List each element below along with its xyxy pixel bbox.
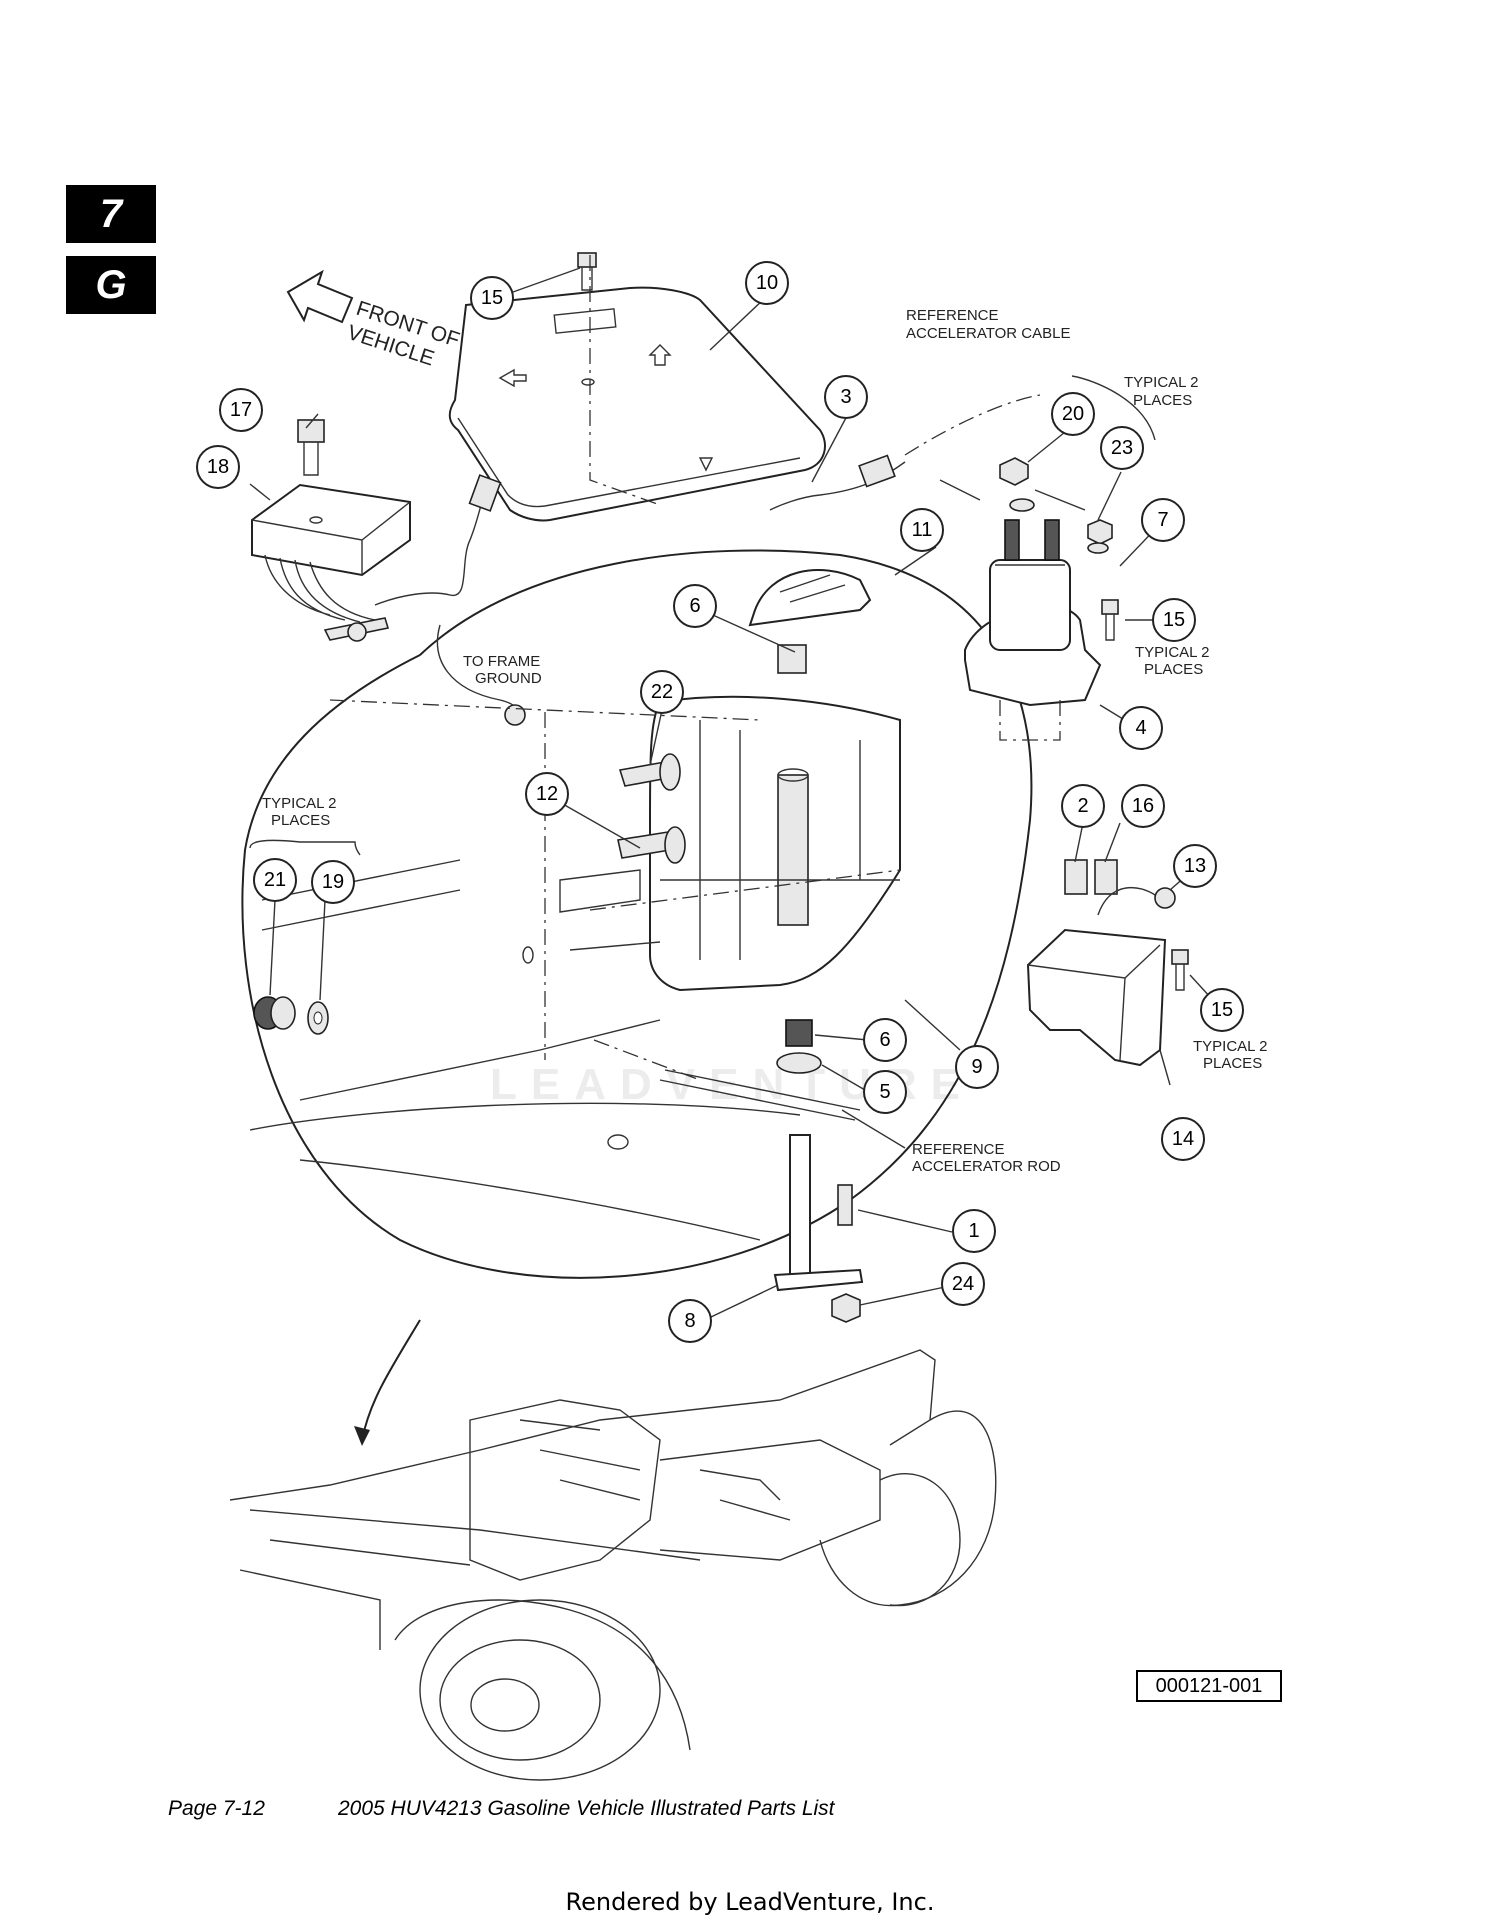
reference-cable-line1: REFERENCE — [906, 307, 999, 324]
callout-13-num: 13 — [1184, 855, 1206, 877]
typical-mid-line2: PLACES — [1144, 661, 1203, 678]
bolt-top — [577, 252, 597, 291]
callout-3-num: 3 — [840, 386, 851, 408]
vehicle-overview-sketch — [229, 1349, 997, 1781]
callout-9 — [955, 1045, 999, 1089]
callout-22-num: 22 — [651, 681, 673, 703]
callout-5-num: 5 — [879, 1081, 890, 1103]
callout-18 — [196, 445, 240, 489]
callout-15-mid-num: 15 — [1163, 609, 1185, 631]
callout-10-num: 10 — [756, 272, 778, 294]
drawing-number: 000121-001 — [1136, 1670, 1282, 1702]
callout-4-num: 4 — [1135, 717, 1146, 739]
callout-5 — [863, 1070, 907, 1114]
callout-10 — [745, 261, 789, 305]
tray-bolts — [617, 753, 686, 864]
callout-19-num: 19 — [322, 871, 344, 893]
governor-gear — [748, 569, 872, 674]
leader-lines — [249, 267, 1223, 1318]
callout-4 — [1119, 706, 1163, 750]
callout-24 — [941, 1262, 985, 1306]
callout-21-num: 21 — [264, 869, 286, 891]
typical-left-line1: TYPICAL 2 — [262, 795, 336, 812]
callout-9-num: 9 — [971, 1056, 982, 1078]
typical-left-line2: PLACES — [271, 812, 330, 829]
callout-2 — [1061, 784, 1105, 828]
callout-12 — [525, 772, 569, 816]
callout-13 — [1173, 844, 1217, 888]
callout-20-num: 20 — [1062, 403, 1084, 425]
callout-6-bottom — [863, 1018, 907, 1062]
callout-18-num: 18 — [207, 456, 229, 478]
footer-page-number: Page 7-12 — [168, 1797, 265, 1820]
callout-21 — [253, 858, 297, 902]
callout-15-bottom — [1200, 988, 1244, 1032]
callout-23 — [1100, 426, 1144, 470]
callout-6-top — [673, 584, 717, 628]
callout-8-num: 8 — [684, 1310, 695, 1332]
reference-rod-line1: REFERENCE — [912, 1141, 1005, 1158]
callout-15-top — [470, 276, 514, 320]
typical-mid-line1: TYPICAL 2 — [1135, 644, 1209, 661]
ignition-module — [251, 419, 526, 726]
front-of-vehicle-arrow: FRONT OF VEHICLE — [286, 269, 462, 371]
callout-7-num: 7 — [1157, 509, 1168, 531]
detail-lead-arrow — [361, 1319, 421, 1441]
typical-bottom-line1: TYPICAL 2 — [1193, 1038, 1267, 1055]
callout-1-num: 1 — [968, 1220, 979, 1242]
cover-part — [448, 286, 826, 522]
callout-20 — [1051, 392, 1095, 436]
typical-top-line1: TYPICAL 2 — [1124, 374, 1198, 391]
callout-12-num: 12 — [536, 783, 558, 805]
section-tab-letter: G — [66, 256, 156, 314]
callout-17 — [219, 388, 263, 432]
section-tab-number: 7 — [66, 185, 156, 243]
callout-11 — [900, 508, 944, 552]
callout-14 — [1161, 1117, 1205, 1161]
callout-24-num: 24 — [952, 1273, 974, 1295]
pivot-assembly — [659, 1019, 864, 1323]
fuse-block — [1026, 859, 1189, 1067]
callout-23-num: 23 — [1111, 437, 1133, 459]
starter-solenoid — [939, 457, 1119, 707]
accelerator-cable — [904, 394, 1041, 456]
callout-6-bottom-num: 6 — [879, 1029, 890, 1051]
reference-cable-line2: ACCELERATOR CABLE — [906, 325, 1071, 342]
detail-magnifier-circle — [241, 549, 1033, 1279]
callout-15-top-num: 15 — [481, 287, 503, 309]
vehicle-frame-detail — [249, 255, 1061, 1241]
callout-19 — [311, 860, 355, 904]
callout-2-num: 2 — [1077, 795, 1088, 817]
typical-bottom-line2: PLACES — [1203, 1055, 1262, 1072]
nut-and-washer — [253, 996, 329, 1035]
callout-14-num: 14 — [1172, 1128, 1194, 1150]
callout-15-mid — [1152, 598, 1196, 642]
to-frame-ground-line2: GROUND — [475, 670, 542, 687]
footer-document-title: 2005 HUV4213 Gasoline Vehicle Illustrate… — [338, 1797, 835, 1820]
callout-1 — [952, 1209, 996, 1253]
callout-3 — [824, 375, 868, 419]
reference-rod-line2: ACCELERATOR ROD — [912, 1158, 1061, 1175]
callout-11-num: 11 — [912, 519, 933, 541]
battery-tray — [649, 695, 901, 992]
callout-6-top-num: 6 — [689, 595, 700, 617]
callout-15-bottom-num: 15 — [1211, 999, 1233, 1021]
callout-17-num: 17 — [230, 399, 252, 421]
callout-16 — [1121, 784, 1165, 828]
rendered-by-credit: Rendered by LeadVenture, Inc. — [565, 1888, 935, 1916]
callout-8 — [668, 1299, 712, 1343]
callout-7 — [1141, 498, 1185, 542]
callout-16-num: 16 — [1132, 795, 1154, 817]
callout-22 — [640, 670, 684, 714]
typical-top-line2: PLACES — [1133, 392, 1192, 409]
to-frame-ground-line1: TO FRAME — [463, 653, 540, 670]
